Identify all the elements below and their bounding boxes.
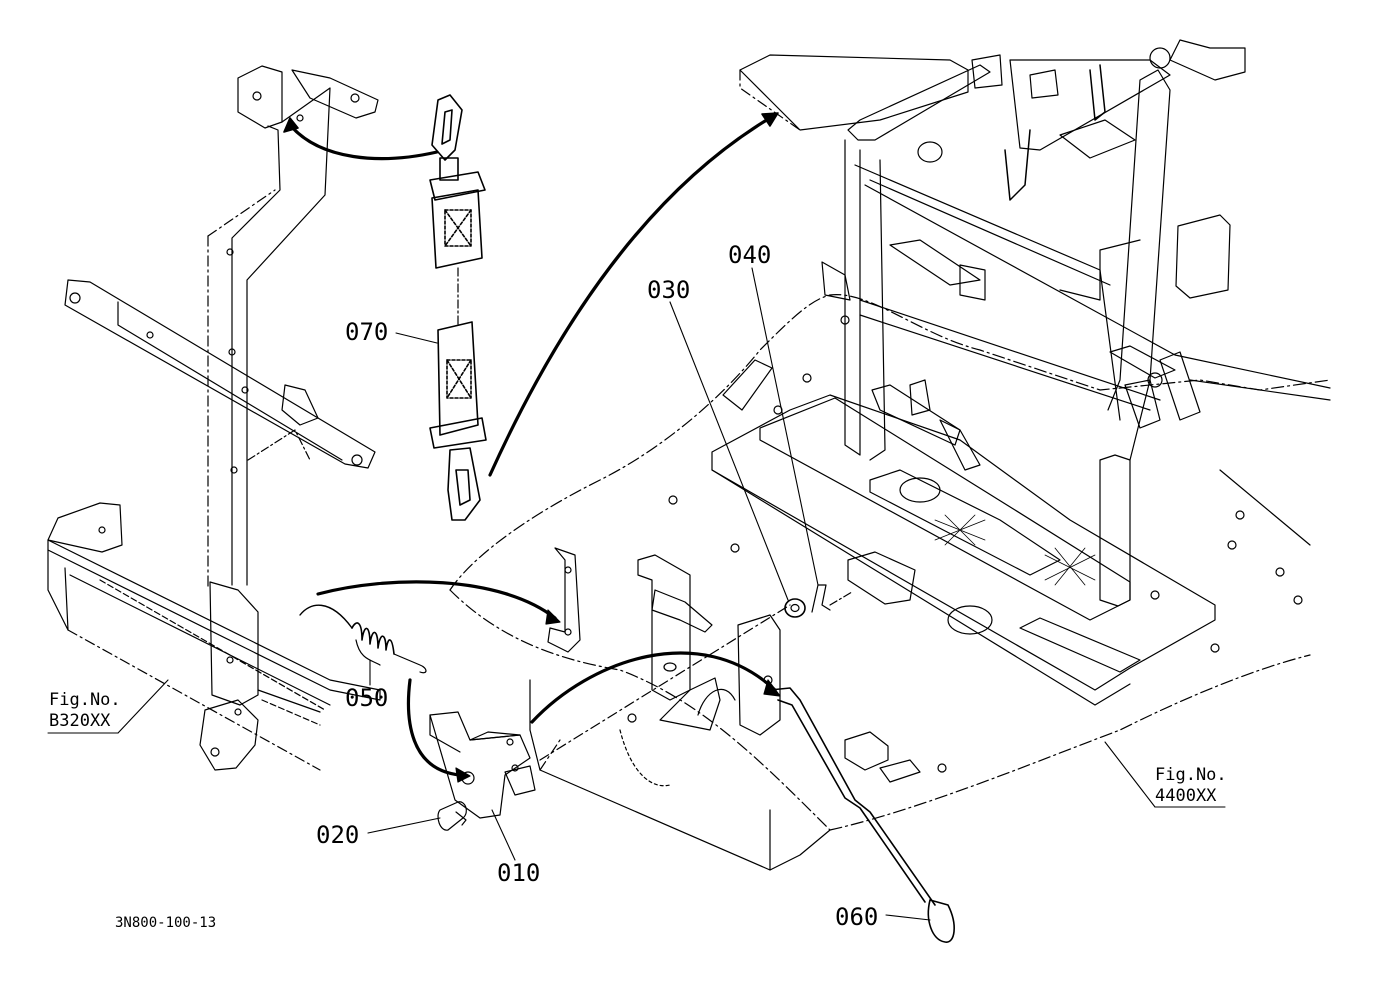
drawing-code: 3N800-100-13 <box>115 915 217 931</box>
part-number-040[interactable]: 040 <box>728 241 772 269</box>
strap-part-070 <box>283 94 779 521</box>
figure-reference-b320xx[interactable]: Fig.No. B320XX <box>49 690 121 733</box>
figure-reference-label: Fig.No. <box>49 690 121 710</box>
left-frame-assembly <box>47 65 381 771</box>
figure-reference-number: B320XX <box>49 711 111 732</box>
figure-reference-4400xx[interactable]: Fig.No. 4400XX <box>1155 765 1227 808</box>
part-number-070[interactable]: 070 <box>345 318 389 346</box>
part-number-060[interactable]: 060 <box>835 903 879 931</box>
figure-reference-label: Fig.No. <box>1155 765 1227 785</box>
part-number-020[interactable]: 020 <box>316 821 360 849</box>
right-deck-assembly <box>449 39 1331 871</box>
middle-brackets <box>299 547 955 943</box>
part-number-050[interactable]: 050 <box>345 684 389 712</box>
figure-reference-number: 4400XX <box>1155 786 1217 807</box>
part-number-030[interactable]: 030 <box>647 276 691 304</box>
part-number-010[interactable]: 010 <box>497 859 541 887</box>
leader-lines <box>47 267 1226 921</box>
